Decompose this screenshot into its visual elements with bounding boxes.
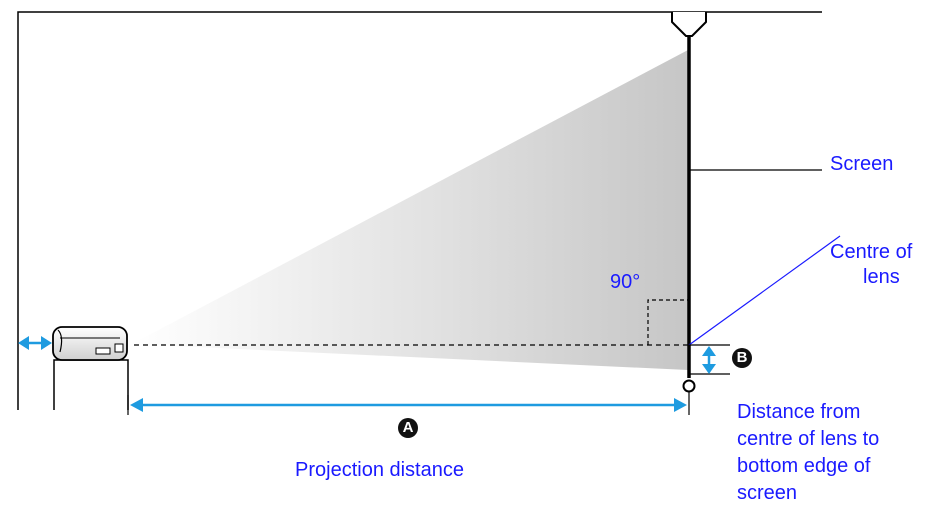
b-dimension-arrow (702, 346, 716, 374)
projection-distance-label: Projection distance (295, 459, 464, 481)
distance-b-description-line-3: bottom edge of (737, 455, 871, 477)
screen-bottom-hook (682, 379, 696, 393)
distance-b-marker: B (732, 348, 752, 368)
centre-of-lens-label-line-1: Centre of (830, 241, 913, 263)
screen-label: Screen (830, 153, 894, 175)
screen-mount (671, 12, 707, 37)
room-outline (17, 11, 822, 410)
distance-a-marker: A (398, 418, 418, 438)
distance-b-description-line-4: screen (737, 482, 798, 504)
projector-icon (52, 326, 128, 361)
right-angle-marker (647, 299, 689, 345)
projection-beam (132, 50, 688, 370)
right-angle-label: 90° (610, 271, 641, 293)
centre-of-lens-label-line-2: lens (863, 266, 900, 288)
projector-offset-arrow (18, 336, 52, 350)
projector-stand (53, 359, 129, 410)
a-dimension-arrow (130, 398, 687, 412)
distance-b-description-line-2: centre of lens to (737, 428, 880, 450)
lens-leader-line (688, 235, 841, 346)
distance-b-description-line-1: Distance from (737, 401, 861, 423)
